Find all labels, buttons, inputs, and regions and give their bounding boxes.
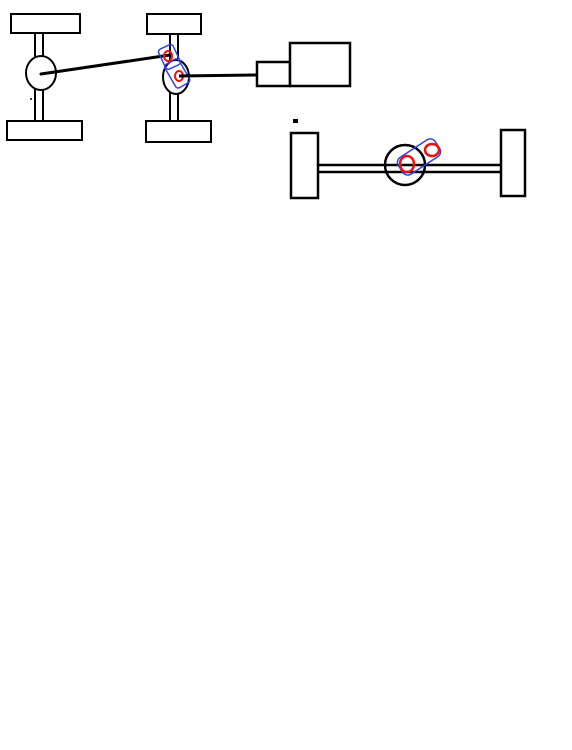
gear-box [255,60,292,88]
gear-ring-upper [163,50,173,62]
top-view-drivetrain-sketch [6,13,352,143]
front-left-bottom-wheel [6,120,83,141]
gear-outline-lower [163,58,191,89]
front-left-top-wheel [10,13,81,34]
right-wheel [499,128,527,198]
gear-ring-left [398,154,416,174]
motor-body [288,41,352,88]
front-axle [6,13,83,141]
rear-gear-pair [157,43,191,89]
rear-top-wheel [146,13,202,35]
gear-outline-upper [157,43,182,71]
axle-gear-pair [396,138,442,176]
left-wheel [289,131,320,200]
drive-shaft [40,53,171,76]
rear-view-axle-sketch [289,119,527,200]
stray-dot [30,98,32,100]
rear-axle [145,13,212,143]
rear-bottom-wheel [145,120,212,143]
output-shaft [178,73,259,78]
gear-ring-right [423,142,441,158]
small-marker [293,119,298,123]
